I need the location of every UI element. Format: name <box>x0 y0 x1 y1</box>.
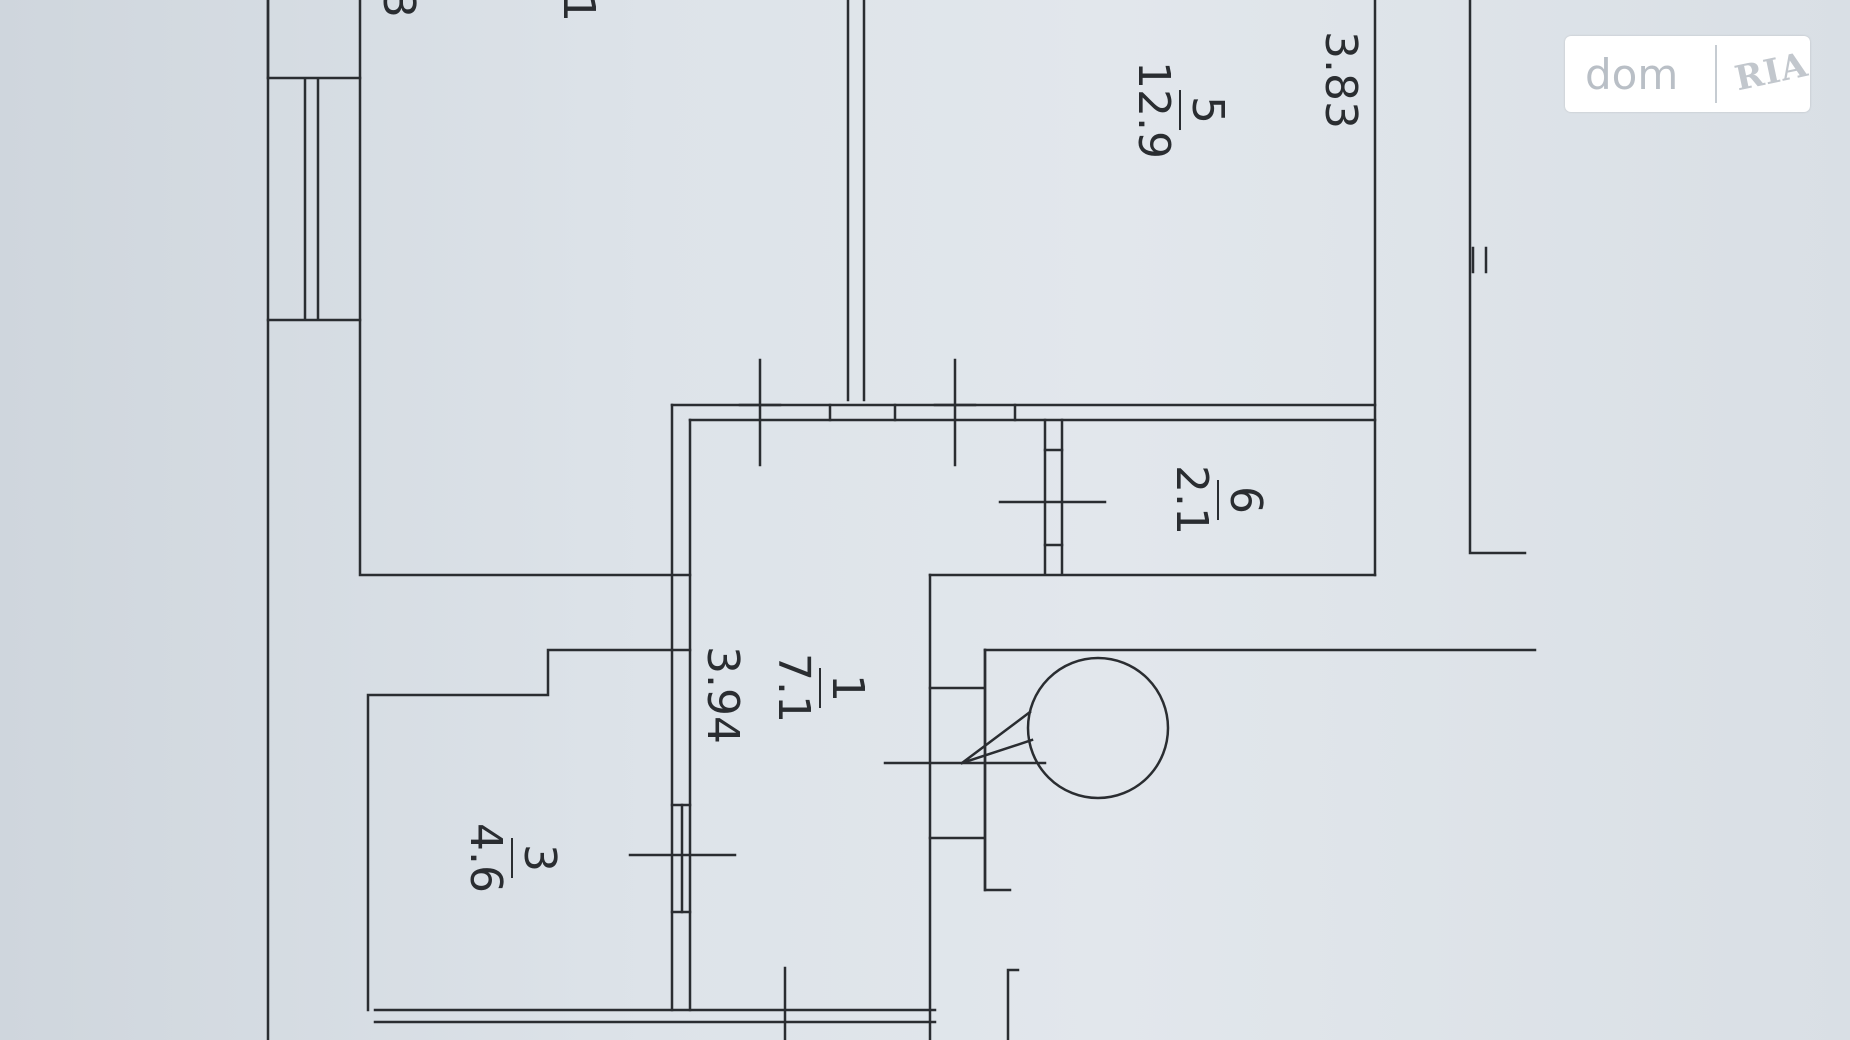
door-tick-2 <box>933 358 977 467</box>
bottom-wall <box>373 1008 937 1024</box>
watermark-dom-text: dom <box>1585 49 1679 99</box>
watermark-ria-text: RIA <box>1731 44 1812 100</box>
door-leaf <box>960 710 1034 765</box>
room-5-number: 5 <box>1179 90 1233 130</box>
room-6-area: 2.1 <box>1166 465 1217 535</box>
round-fixture <box>1026 656 1170 800</box>
partition-wall <box>846 0 866 402</box>
bathroom-left-wall <box>983 648 1012 892</box>
edge-fragment-label: 3 <box>373 0 424 18</box>
room-5-area: 12.9 <box>1128 61 1179 159</box>
inner-left-wall <box>358 0 692 577</box>
room-6-label: 6 2.1 <box>1166 465 1271 535</box>
dimension-label: 3.83 <box>1315 31 1366 129</box>
room6-walls <box>928 418 1377 577</box>
corridor-left-wall <box>670 403 692 1012</box>
edge-fragment-label: 1 <box>553 0 604 22</box>
bottom-right-stub <box>1006 968 1020 1040</box>
outer-right-wall <box>1468 0 1527 555</box>
room3-door <box>628 803 737 914</box>
dom-ria-watermark: dom RIA <box>1565 36 1812 112</box>
corridor-top-ticks <box>828 403 1017 422</box>
outer-right-marks <box>1471 246 1488 274</box>
room-6-number: 6 <box>1217 479 1271 520</box>
room-1-area: 7.1 <box>768 653 819 723</box>
watermark-divider <box>1715 45 1717 103</box>
corridor-top-wall <box>670 403 1377 422</box>
room6-door <box>998 448 1107 547</box>
window <box>266 76 362 322</box>
room-3-label: 3 4.6 <box>460 823 565 893</box>
room-1-label: 1 7.1 <box>768 653 873 723</box>
room-5-label: 5 12.9 <box>1128 61 1233 159</box>
room-3-area: 4.6 <box>460 823 511 893</box>
corridor-right-block <box>928 648 987 892</box>
dimension-label: 3.94 <box>697 646 748 744</box>
door-tick-1 <box>738 358 782 467</box>
room-1-number: 1 <box>819 667 873 708</box>
room-3-number: 3 <box>511 837 565 878</box>
room3-walls <box>366 648 674 1012</box>
